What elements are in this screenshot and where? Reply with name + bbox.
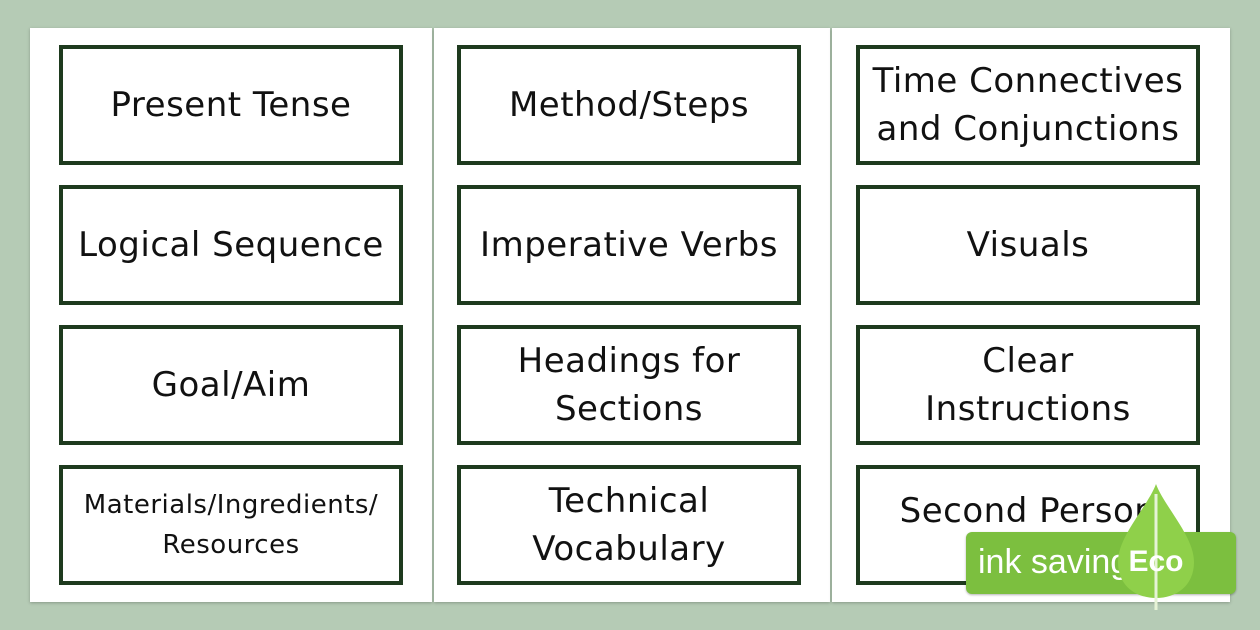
card-line: Vocabulary <box>532 529 726 569</box>
card-goal-aim: Goal/Aim <box>59 325 403 445</box>
card-line: Present Tense <box>110 85 352 125</box>
card-clear-instructions: Clear Instructions <box>856 325 1200 445</box>
card-time-connectives: Time Connectives and Conjunctions <box>856 45 1200 165</box>
card-materials: Materials/Ingredients/ Resources <box>59 465 403 585</box>
card-present-tense: Present Tense <box>59 45 403 165</box>
card-headings-for-sections: Headings for Sections <box>457 325 801 445</box>
card-line: Goal/Aim <box>151 365 311 405</box>
sheet-column-2 <box>434 28 830 602</box>
card-visuals: Visuals <box>856 185 1200 305</box>
card-imperative-verbs: Imperative Verbs <box>457 185 801 305</box>
sheet-column-1 <box>30 28 432 602</box>
card-line: and Conjunctions <box>876 109 1180 149</box>
card-technical-vocabulary: Technical Vocabulary <box>457 465 801 585</box>
card-method-steps: Method/Steps <box>457 45 801 165</box>
card-line: Method/Steps <box>508 85 750 125</box>
card-line: Logical Sequence <box>78 225 384 265</box>
card-line: Technical <box>548 481 710 521</box>
card-line: Time Connectives <box>872 61 1184 101</box>
card-line: Instructions <box>925 389 1131 429</box>
card-line: Second Person <box>899 491 1157 531</box>
card-line: Materials/Ingredients/ <box>83 490 379 520</box>
eco-badge-label: Eco <box>1128 545 1184 578</box>
card-logical-sequence: Logical Sequence <box>59 185 403 305</box>
card-line: Imperative Verbs <box>480 225 778 265</box>
eco-badge-text: ink saving <box>978 543 1130 581</box>
card-line: Visuals <box>966 225 1090 265</box>
card-line: Headings for <box>517 341 741 381</box>
card-line: Clear <box>982 341 1074 381</box>
leaf-icon <box>1118 484 1194 610</box>
eco-ink-saving-badge: ink saving Eco <box>966 484 1256 610</box>
card-line: Sections <box>554 389 704 429</box>
card-line: Resources <box>162 530 300 560</box>
